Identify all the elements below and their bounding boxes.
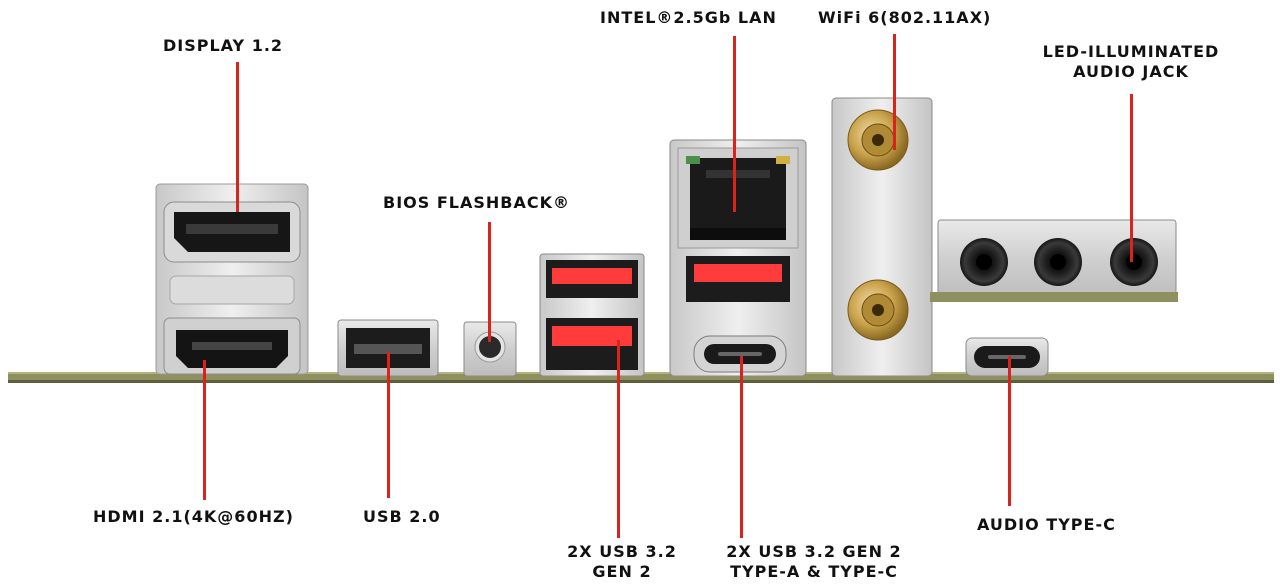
leader-line-bios <box>488 222 491 342</box>
label-usb32-line1: 2X USB 3.2 <box>567 542 677 561</box>
leader-line-display <box>236 62 239 212</box>
leader-line-lan <box>733 36 736 212</box>
leader-line-led <box>1130 94 1133 262</box>
leader-line-hdmi <box>203 360 206 500</box>
leader-line-wifi <box>893 34 896 150</box>
leader-line-ac <box>740 356 743 538</box>
leader-line-usb32 <box>617 340 620 538</box>
usb-3-2-gen2-ports <box>539 253 645 377</box>
label-usb32: 2X USB 3.2 GEN 2 <box>560 542 684 582</box>
label-usb20: USB 2.0 <box>363 507 441 526</box>
label-led-audio: LED-ILLUMINATED AUDIO JACK <box>1040 42 1222 82</box>
label-display: DISPLAY 1.2 <box>163 36 284 55</box>
displayport-hdmi-port <box>155 183 309 375</box>
label-usb-a-c-line1: 2X USB 3.2 GEN 2 <box>726 542 902 561</box>
audio-type-c-port <box>965 337 1049 377</box>
label-led-line1: LED-ILLUMINATED <box>1042 42 1220 61</box>
label-led-line2: AUDIO JACK <box>1073 62 1189 81</box>
lan-usb-stack <box>669 139 807 377</box>
label-wifi: WiFi 6(802.11AX) <box>818 8 992 27</box>
label-bios: BIOS FLASHBACK® <box>383 193 570 212</box>
label-lan: INTEL®2.5Gb LAN <box>600 8 777 27</box>
leader-line-audioc <box>1008 356 1011 506</box>
label-hdmi: HDMI 2.1(4K@60HZ) <box>93 507 294 526</box>
wifi-antenna-bracket <box>831 97 933 377</box>
label-usb-a-c-line2: TYPE-A & TYPE-C <box>730 562 898 581</box>
audio-jack-board <box>930 219 1178 302</box>
label-usb-a-c: 2X USB 3.2 GEN 2 TYPE-A & TYPE-C <box>714 542 914 582</box>
leader-line-usb20 <box>387 352 390 498</box>
usb-2-port <box>337 319 439 377</box>
label-usb32-line2: GEN 2 <box>592 562 652 581</box>
label-audio-type-c: AUDIO TYPE-C <box>977 515 1116 534</box>
